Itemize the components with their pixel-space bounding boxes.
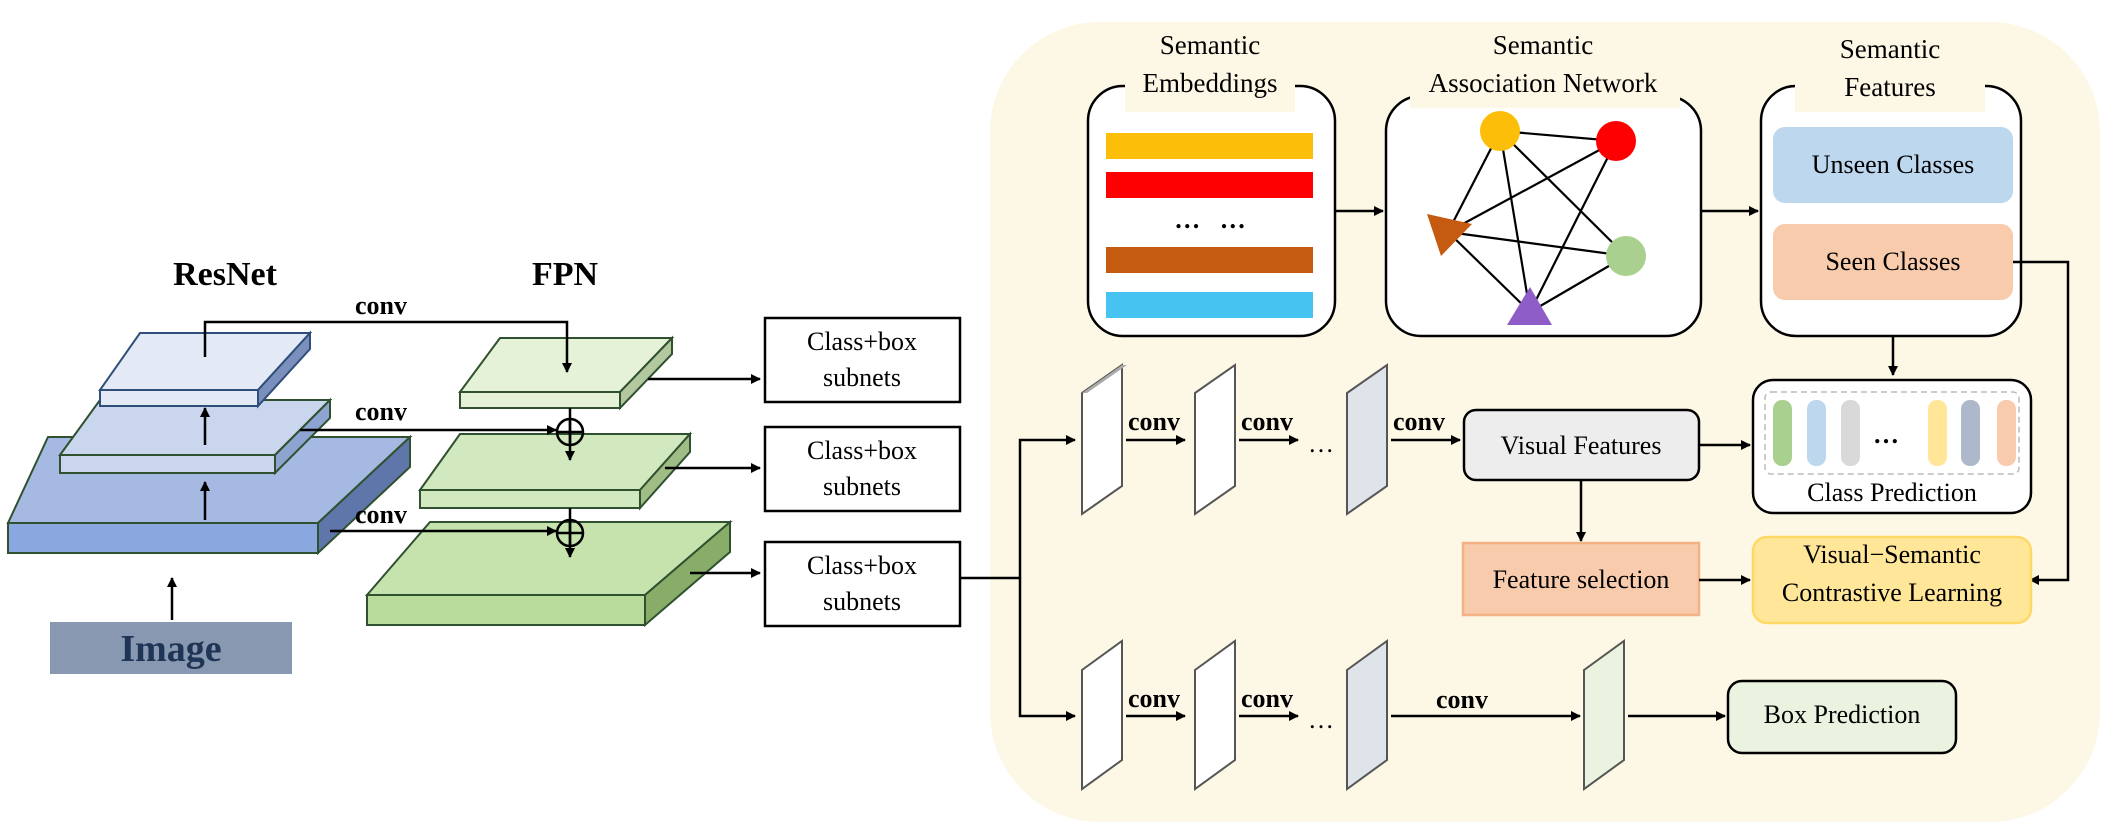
unseen-classes-box bbox=[1773, 127, 2013, 203]
seen-to-contrastive-connector bbox=[2013, 260, 2070, 585]
features-title-line2: Features bbox=[1844, 72, 1935, 102]
resnet-layer-2 bbox=[58, 397, 333, 476]
cls-conv-layer-2 bbox=[1194, 363, 1236, 516]
class-prediction-label: Class Prediction bbox=[1807, 478, 1977, 507]
seen-classes-box bbox=[1773, 224, 2013, 300]
sum-icon-2 bbox=[555, 518, 585, 548]
box-conv-layer-4 bbox=[1583, 639, 1625, 791]
class-pred-pill-3 bbox=[1841, 400, 1860, 466]
subnet-box-1: Class+box subnets bbox=[763, 316, 962, 404]
svg-text:subnets: subnets bbox=[823, 363, 901, 392]
class-pred-pill-5 bbox=[1961, 400, 1980, 466]
box-conv-layer-1 bbox=[1081, 639, 1123, 791]
embeddings-title-line2: Embeddings bbox=[1143, 68, 1278, 98]
class-pred-pill-2 bbox=[1807, 400, 1826, 466]
box-conv-label-2: conv bbox=[1241, 684, 1293, 713]
contrastive-label-line1: Visual−Semantic bbox=[1803, 540, 1981, 569]
embedding-bar-2 bbox=[1106, 172, 1313, 198]
subnet-box-3: Class+box subnets bbox=[763, 540, 962, 628]
subnet-box-2: Class+box subnets bbox=[763, 425, 962, 513]
svg-text:Class+box: Class+box bbox=[807, 551, 917, 580]
resnet-title: ResNet bbox=[173, 256, 278, 293]
box-prediction-label: Box Prediction bbox=[1764, 700, 1921, 729]
cls-conv-label-3: conv bbox=[1393, 407, 1445, 436]
svg-text:subnets: subnets bbox=[823, 472, 901, 501]
contrastive-label-line2: Contrastive Learning bbox=[1782, 578, 2002, 607]
cls-conv-layer-1 bbox=[1081, 363, 1127, 516]
association-node-orange-triangle bbox=[1427, 214, 1472, 256]
cls-conv-layer-3 bbox=[1346, 363, 1388, 516]
conv-label-3: conv bbox=[355, 500, 407, 529]
image-box bbox=[50, 622, 292, 674]
box-conv-layer-2 bbox=[1194, 639, 1236, 791]
sum-icon-1 bbox=[555, 417, 585, 447]
svg-text:Class+box: Class+box bbox=[807, 436, 917, 465]
class-pred-ellipsis: … bbox=[1873, 420, 1899, 449]
conv-label-2: conv bbox=[355, 397, 407, 426]
class-pred-pill-6 bbox=[1997, 400, 2016, 466]
association-title-line1: Semantic bbox=[1493, 30, 1593, 60]
association-title-line2: Association Network bbox=[1429, 68, 1658, 98]
cls-conv-label-2: conv bbox=[1241, 407, 1293, 436]
seen-classes-label: Seen Classes bbox=[1825, 247, 1960, 276]
svg-text:subnets: subnets bbox=[823, 587, 901, 616]
fpn-layer-1 bbox=[458, 335, 675, 411]
fpn-layer-3 bbox=[364, 519, 733, 628]
feature-selection-label: Feature selection bbox=[1493, 565, 1670, 594]
conv-label-1: conv bbox=[355, 291, 407, 320]
class-pred-pill-4 bbox=[1928, 400, 1947, 466]
fpn-title: FPN bbox=[532, 256, 599, 293]
embeddings-title-line1: Semantic bbox=[1160, 30, 1260, 60]
embedding-bar-4 bbox=[1106, 292, 1313, 318]
subnet-to-box-head-connector bbox=[1018, 578, 1076, 721]
resnet-layer-1 bbox=[98, 330, 313, 409]
embedding-bar-3 bbox=[1106, 247, 1313, 273]
association-node-green bbox=[1606, 236, 1646, 276]
cls-conv-ellipsis: … bbox=[1308, 429, 1334, 458]
image-label: Image bbox=[120, 628, 221, 670]
visual-features-label: Visual Features bbox=[1501, 431, 1662, 460]
box-conv-label-1: conv bbox=[1128, 684, 1180, 713]
embeddings-ellipsis: … … bbox=[1174, 205, 1246, 234]
contrastive-learning-box bbox=[1751, 535, 2033, 625]
box-prediction-box bbox=[1726, 679, 1958, 755]
svg-text:Class+box: Class+box bbox=[807, 327, 917, 356]
embedding-bar-1 bbox=[1106, 133, 1313, 159]
association-node-red bbox=[1596, 121, 1636, 161]
box-conv-ellipsis: … bbox=[1308, 705, 1334, 734]
cls-conv-label-1: conv bbox=[1128, 407, 1180, 436]
class-pred-pill-1 bbox=[1773, 400, 1792, 466]
fpn-layer-2 bbox=[418, 431, 693, 511]
box-conv-layer-3 bbox=[1346, 639, 1388, 791]
association-node-purple-triangle bbox=[1507, 287, 1552, 325]
box-conv-label-3: conv bbox=[1436, 685, 1488, 714]
features-title-line1: Semantic bbox=[1840, 34, 1940, 64]
unseen-classes-label: Unseen Classes bbox=[1812, 150, 1974, 179]
subnet-to-heads-connector bbox=[960, 435, 1076, 580]
conv-connection-1 bbox=[203, 320, 572, 373]
association-node-yellow bbox=[1480, 111, 1520, 151]
